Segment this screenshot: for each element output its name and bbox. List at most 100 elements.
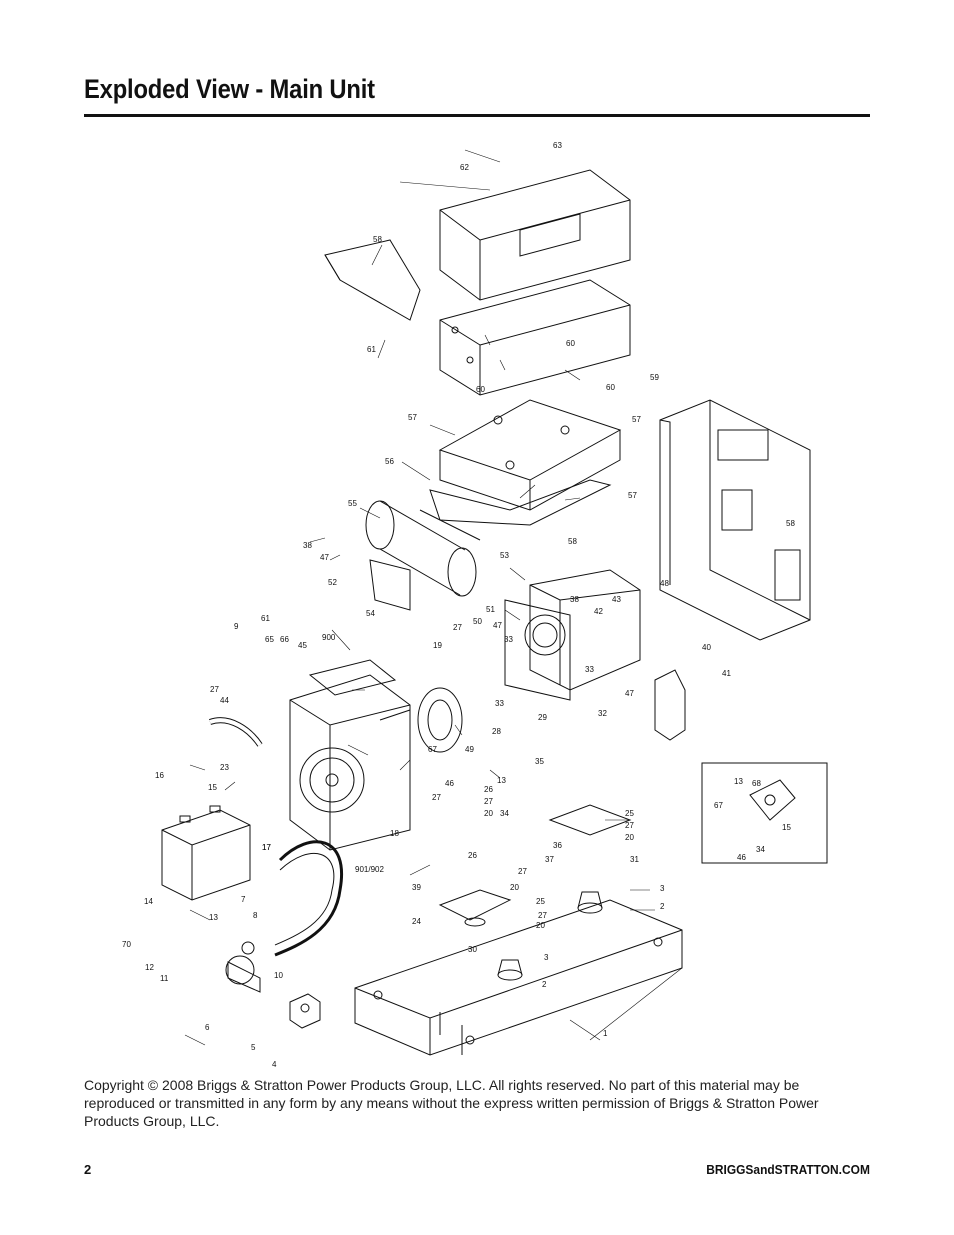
part-label: 34 — [756, 845, 765, 854]
part-label: 16 — [155, 771, 164, 780]
part-label: 15 — [208, 783, 217, 792]
part-label: 60 — [476, 385, 485, 394]
part-label: 25 — [625, 809, 634, 818]
part-label: 901/902 — [355, 865, 384, 874]
part-label: 56 — [385, 457, 394, 466]
part-label: 5 — [251, 1043, 256, 1052]
part-label: 24 — [412, 917, 421, 926]
part-label: 13 — [209, 913, 218, 922]
part-label: 61 — [261, 614, 270, 623]
part-label: 20 — [625, 833, 634, 842]
part-label: 2 — [542, 980, 547, 989]
part-label: 2 — [660, 902, 665, 911]
battery — [161, 805, 251, 901]
part-label: 18 — [390, 829, 399, 838]
part-label: 27 — [210, 685, 219, 694]
part-label: 44 — [220, 696, 229, 705]
gas-regulator — [225, 941, 261, 993]
part-label: 17 — [262, 843, 271, 852]
part-label: 60 — [606, 383, 615, 392]
part-label: 29 — [538, 713, 547, 722]
part-label: 25 — [536, 897, 545, 906]
part-label: 15 — [782, 823, 791, 832]
breather-hose — [209, 717, 263, 747]
part-label: 67 — [428, 745, 437, 754]
part-label: 34 — [500, 809, 509, 818]
part-label: 17 — [262, 843, 271, 852]
part-label: 46 — [445, 779, 454, 788]
part-label: 50 — [473, 617, 482, 626]
part-label: 49 — [465, 745, 474, 754]
part-label: 47 — [493, 621, 502, 630]
part-label: 39 — [412, 883, 421, 892]
part-label: 48 — [660, 579, 669, 588]
part-label: 9 — [234, 622, 239, 631]
part-label: 31 — [630, 855, 639, 864]
part-label: 32 — [598, 709, 607, 718]
part-label: 57 — [408, 413, 417, 422]
muffler — [365, 500, 481, 611]
part-label: 13 — [497, 776, 506, 785]
part-label: 62 — [460, 163, 469, 172]
part-label: 28 — [492, 727, 501, 736]
part-label: 40 — [702, 643, 711, 652]
detail-inset — [701, 762, 828, 864]
base-frame — [354, 899, 683, 1056]
part-label: 11 — [160, 974, 169, 983]
part-label: 33 — [495, 699, 504, 708]
part-label: 6 — [205, 1023, 210, 1032]
part-label: 45 — [298, 641, 307, 650]
part-label: 54 — [366, 609, 375, 618]
copyright-notice: Copyright © 2008 Briggs & Stratton Power… — [84, 1077, 819, 1129]
part-label: 10 — [274, 971, 283, 980]
part-label: 30 — [468, 945, 477, 954]
part-label: 3 — [660, 884, 665, 893]
title-rule — [84, 114, 870, 117]
part-label: 20 — [484, 809, 493, 818]
part-label: 59 — [650, 373, 659, 382]
part-labels: 63 62 58 61 60 60 60 59 57 57 56 57 58 5… — [122, 141, 795, 1069]
part-label: 57 — [628, 491, 637, 500]
part-label: 27 — [432, 793, 441, 802]
air-shroud — [429, 399, 622, 526]
part-label: 900 — [322, 633, 336, 642]
solenoid-valve — [289, 993, 321, 1029]
part-label: 12 — [145, 963, 154, 972]
part-label: 38 — [303, 541, 312, 550]
part-label: 57 — [632, 415, 641, 424]
part-label: 38 — [570, 595, 579, 604]
part-label: 7 — [241, 895, 246, 904]
part-label: 41 — [722, 669, 731, 678]
part-label: 37 — [545, 855, 554, 864]
website-url: BRIGGSandSTRATTON.COM — [706, 1162, 870, 1177]
part-label: 68 — [752, 779, 761, 788]
alternator — [504, 569, 641, 701]
part-label: 26 — [468, 851, 477, 860]
part-label: 36 — [553, 841, 562, 850]
part-label: 27 — [453, 623, 462, 632]
part-label: 35 — [535, 757, 544, 766]
part-label: 27 — [625, 821, 634, 830]
alternator-end-cover — [654, 669, 686, 741]
intake-hose — [274, 840, 343, 957]
side-shield — [324, 239, 421, 321]
part-label: 47 — [625, 689, 634, 698]
leader-lines — [184, 149, 683, 1046]
part-label: 23 — [220, 763, 229, 772]
part-label: 53 — [500, 551, 509, 560]
part-label: 26 — [484, 785, 493, 794]
part-label: 70 — [122, 940, 131, 949]
part-label: 33 — [585, 665, 594, 674]
part-label: 47 — [320, 553, 329, 562]
part-label: 13 — [734, 777, 743, 786]
part-label: 14 — [144, 897, 153, 906]
part-label: 52 — [328, 578, 337, 587]
part-label: 19 — [433, 641, 442, 650]
part-label: 61 — [367, 345, 376, 354]
right-cabinet — [659, 399, 811, 641]
part-label: 67 — [714, 801, 723, 810]
part-label: 66 — [280, 635, 289, 644]
page-title: Exploded View - Main Unit — [84, 74, 375, 104]
engine — [289, 659, 411, 851]
part-label: 58 — [568, 537, 577, 546]
